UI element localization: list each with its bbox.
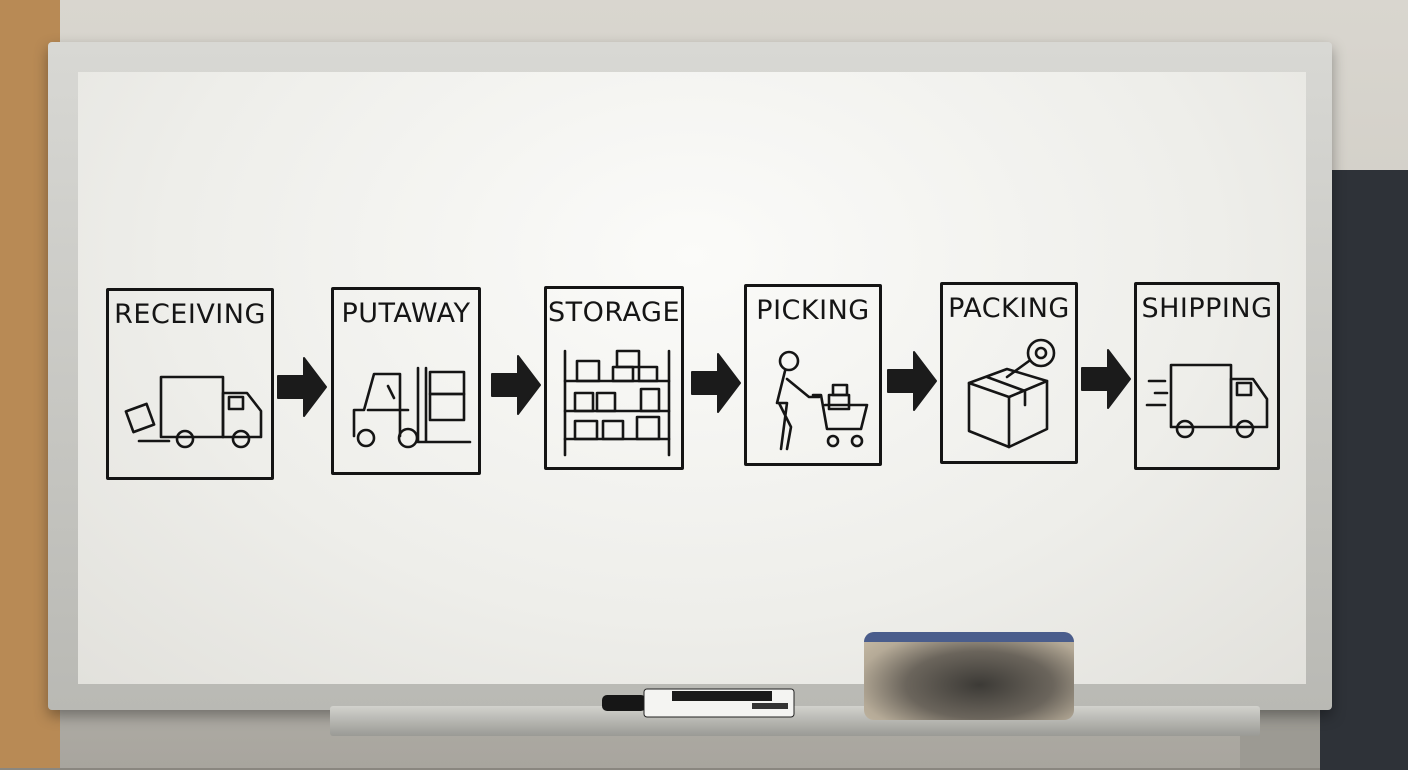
- whiteboard-marker[interactable]: [602, 685, 798, 719]
- shelving-icon: [563, 349, 671, 457]
- stage-label: PUTAWAY: [341, 298, 471, 329]
- box-tape-icon: [967, 338, 1056, 449]
- stage-storage: STORAGE: [544, 286, 684, 470]
- arrow-1: [277, 357, 327, 417]
- eraser-handle: [864, 632, 1074, 642]
- stage-shipping: SHIPPING: [1134, 282, 1280, 470]
- shopping-cart-icon: [775, 350, 869, 451]
- forklift-icon: [352, 366, 472, 449]
- stage-label: RECEIVING: [114, 299, 266, 330]
- stage-label: STORAGE: [547, 297, 681, 328]
- stage-packing: PACKING: [940, 282, 1078, 464]
- arrow-2: [491, 355, 541, 415]
- stage-receiving: RECEIVING: [106, 288, 274, 480]
- marker-tray: [330, 706, 1260, 736]
- arrow-3: [691, 353, 741, 413]
- arrow-4: [887, 351, 937, 411]
- arrow-5: [1081, 349, 1131, 409]
- stage-label: PACKING: [948, 293, 1070, 324]
- whiteboard-eraser[interactable]: [864, 632, 1074, 720]
- office-desk: [1320, 170, 1408, 770]
- delivery-truck-icon: [124, 375, 263, 449]
- stage-picking: PICKING: [744, 284, 882, 466]
- stage-putaway: PUTAWAY: [331, 287, 481, 475]
- moving-truck-icon: [1145, 363, 1269, 439]
- stage-label: SHIPPING: [1141, 293, 1273, 324]
- stage-label: PICKING: [756, 295, 870, 326]
